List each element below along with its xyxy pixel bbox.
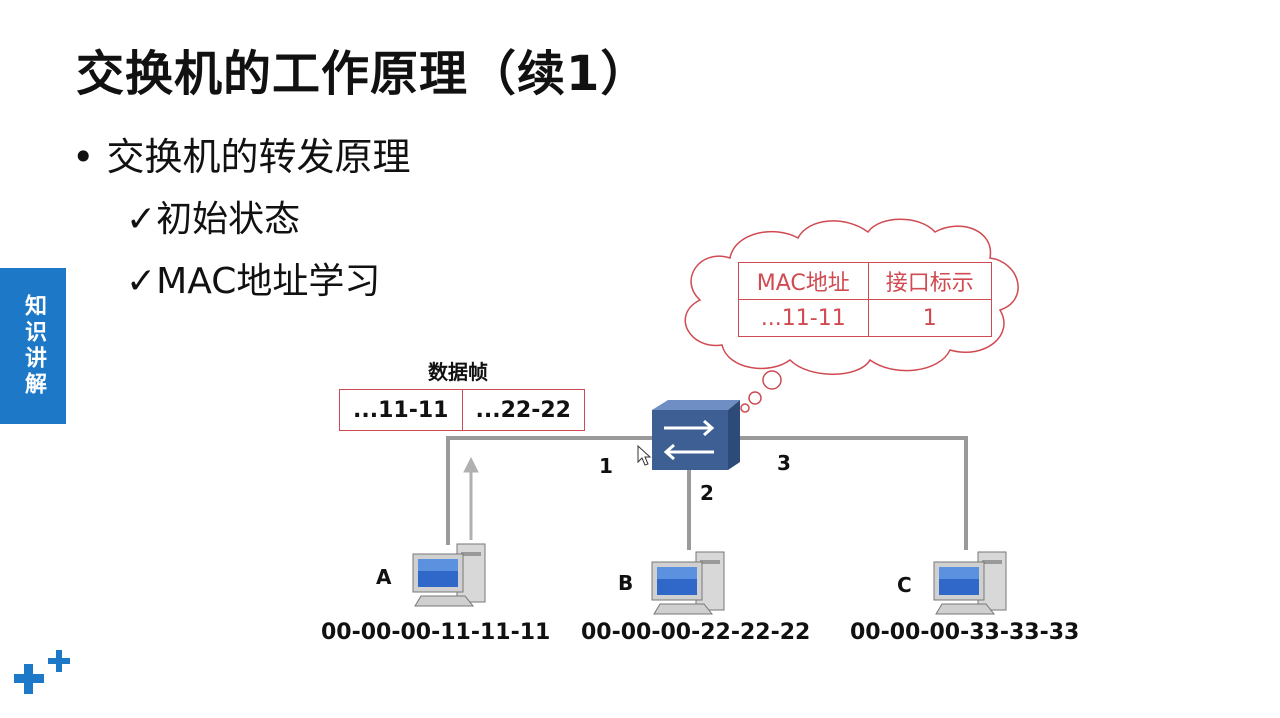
switch-icon (652, 400, 740, 470)
up-arrow-icon (463, 456, 479, 540)
frame-dst-mac: ...22-22 (475, 397, 571, 423)
port-1-label: 1 (599, 454, 613, 478)
slide-title: 交换机的工作原理（续1） (76, 46, 650, 102)
header-port: 接口标示 (867, 262, 993, 300)
bullet-initial-state: ✓初始状态 (126, 199, 301, 240)
host-a-label: A (376, 565, 392, 589)
cell-port: 1 (867, 299, 993, 337)
bullet-mac-learning: ✓MAC地址学习 (126, 261, 381, 302)
bullet-forwarding-principle: • 交换机的转发原理 (72, 135, 411, 179)
host-c-label: C (897, 573, 912, 597)
data-frame-title: 数据帧 (428, 360, 488, 384)
mouse-cursor-icon (637, 444, 652, 466)
side-tab-knowledge: 知识讲解 (0, 268, 66, 424)
data-frame: ...11-11 ...22-22 (339, 389, 585, 431)
port-3-label: 3 (777, 451, 791, 475)
mac-address-table: MAC地址 接口标示 ...11-11 1 (738, 262, 993, 337)
host-c-mac: 00-00-00-33-33-33 (850, 620, 1080, 645)
port-2-label: 2 (700, 481, 714, 505)
table-row: ...11-11 1 (738, 299, 993, 337)
host-a-mac: 00-00-00-11-11-11 (321, 620, 551, 645)
computer-c-icon (933, 551, 1007, 615)
table-header-row: MAC地址 接口标示 (738, 262, 993, 300)
plus-logo-icon (14, 650, 70, 694)
computer-a-icon (412, 543, 486, 607)
computer-b-icon (651, 551, 725, 615)
cell-mac: ...11-11 (738, 299, 869, 337)
header-mac: MAC地址 (738, 262, 869, 300)
host-b-mac: 00-00-00-22-22-22 (581, 620, 811, 645)
host-b-label: B (618, 571, 634, 595)
frame-src-mac: ...11-11 (340, 390, 463, 430)
links (446, 436, 968, 550)
